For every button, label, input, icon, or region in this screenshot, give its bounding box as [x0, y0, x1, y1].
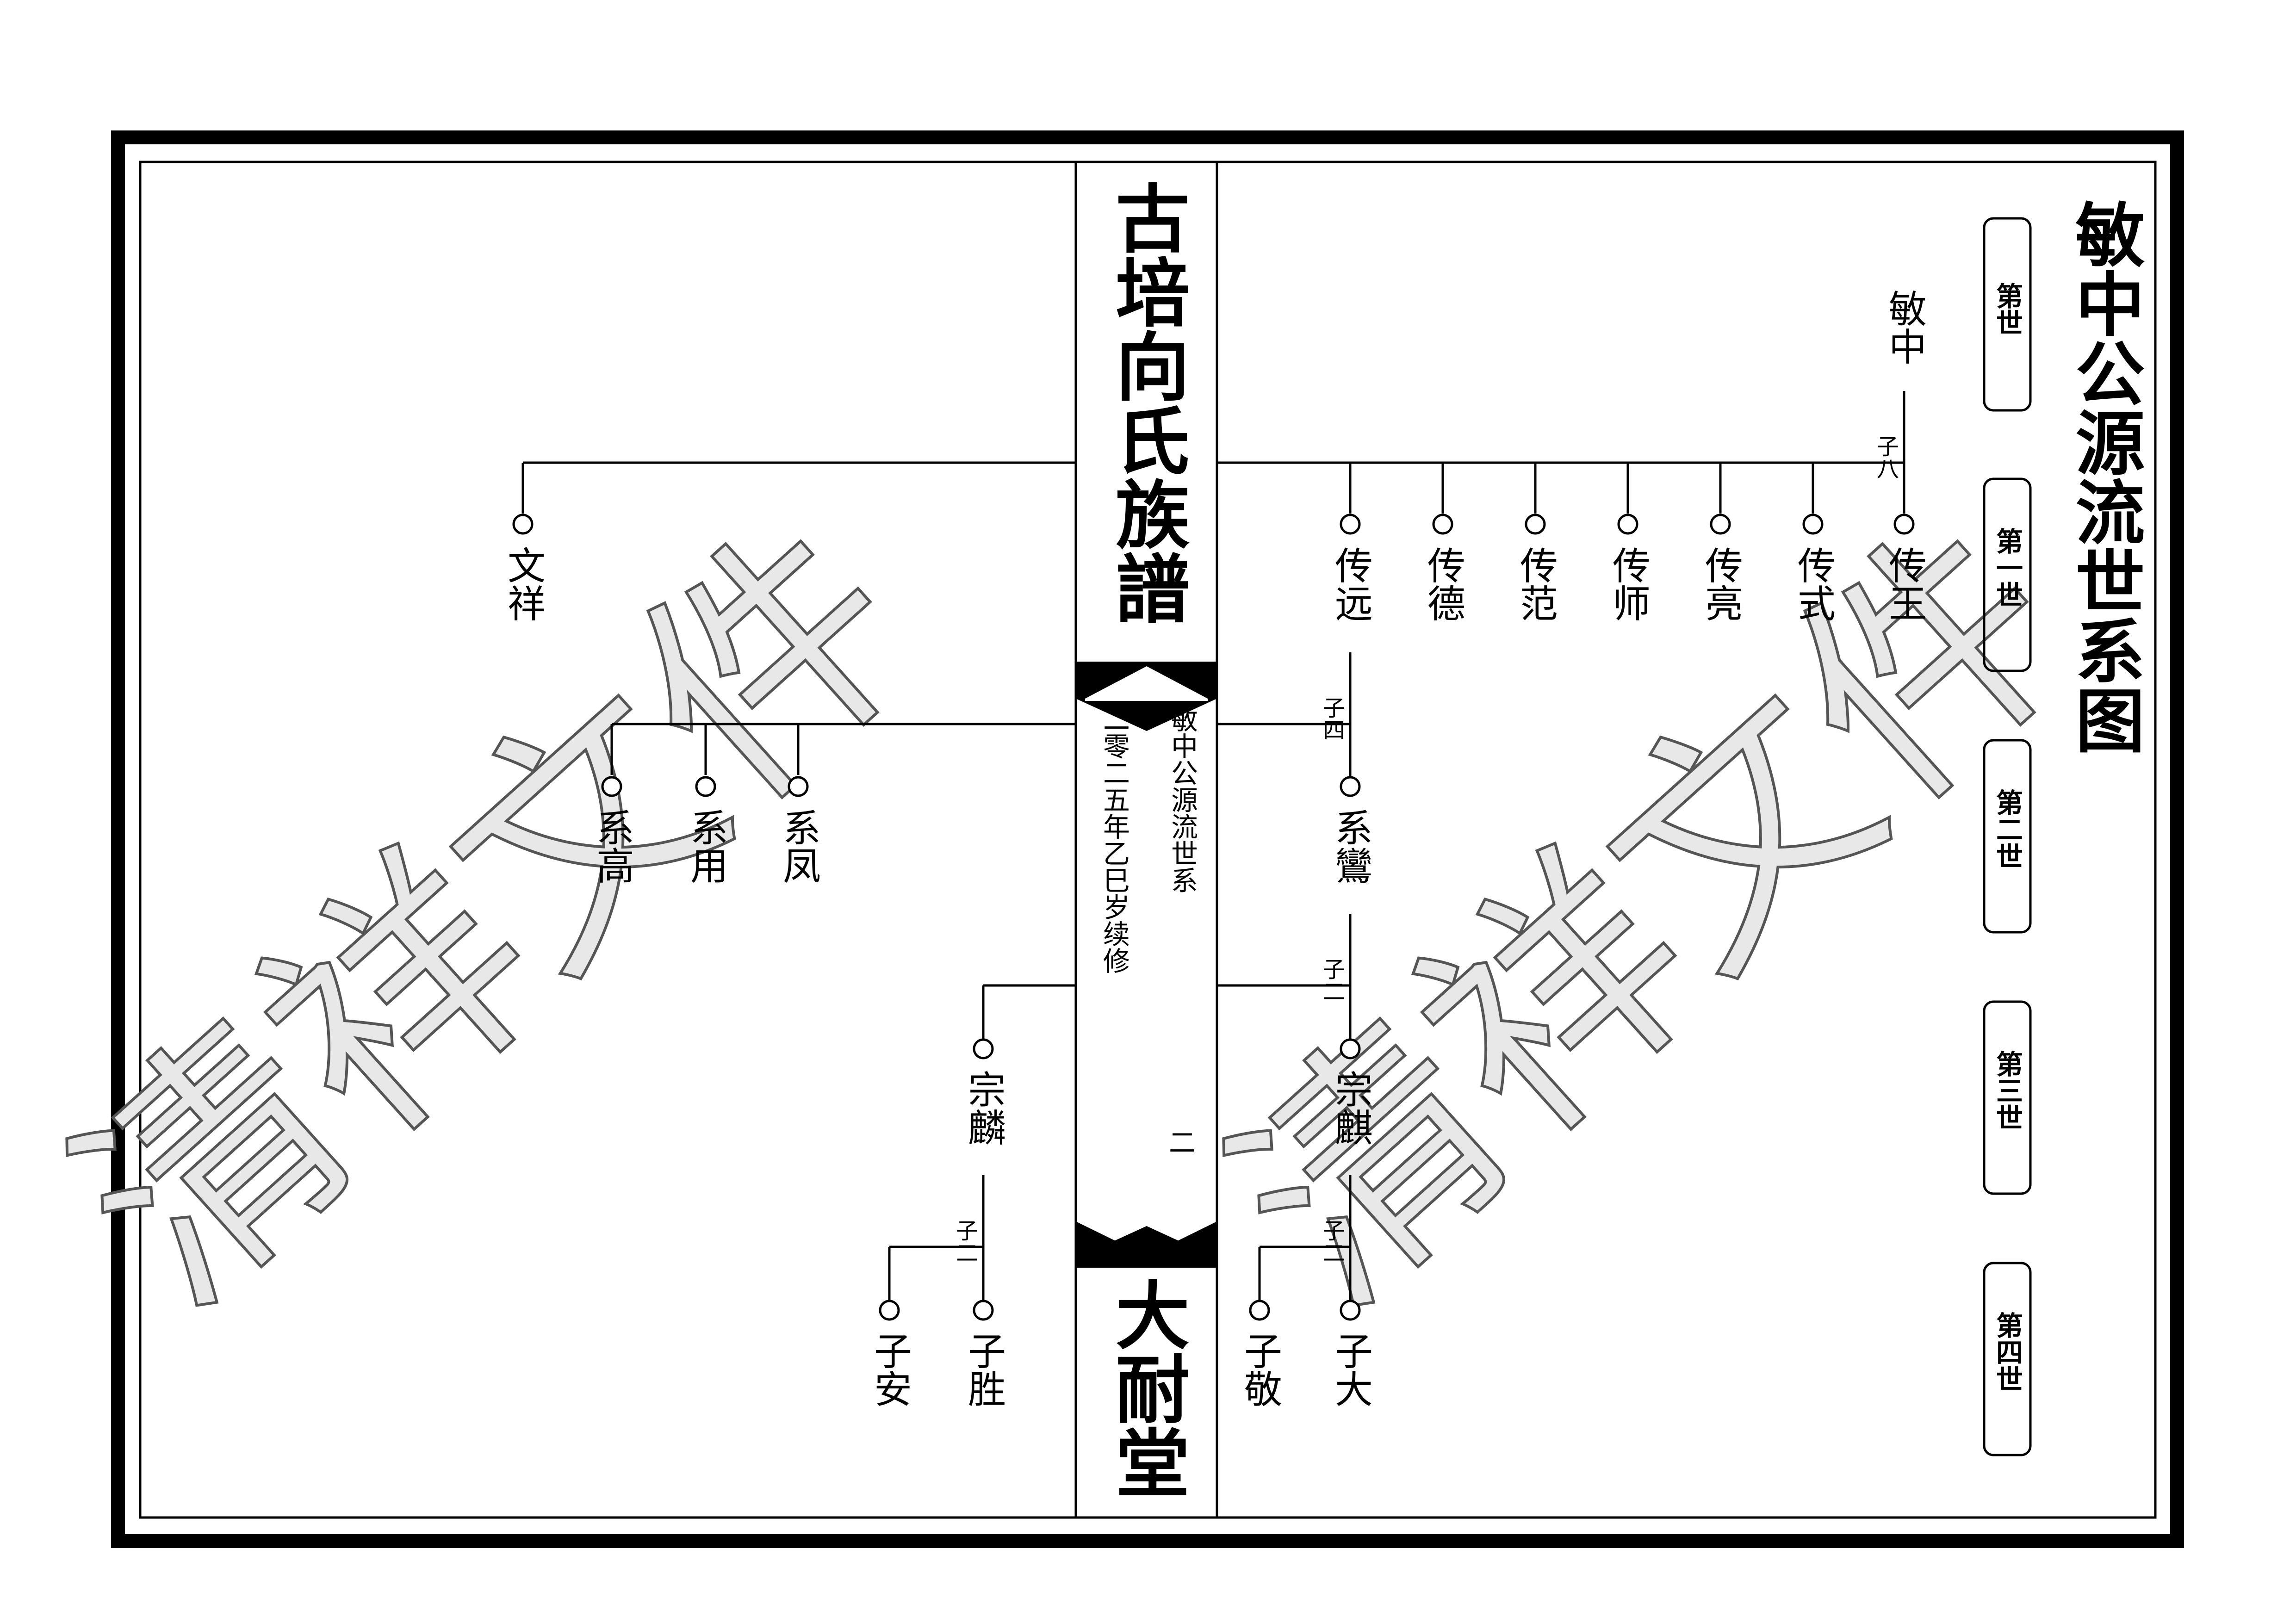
child-count: 子二	[1319, 958, 1345, 1002]
fishtail-top-notch	[1085, 666, 1208, 701]
watermark-left: 清祥文件	[25, 471, 965, 1358]
person-chuanshi2: 传师	[1606, 546, 1650, 622]
hall-name: 大耐堂	[1103, 1277, 1190, 1499]
person-names: 敏中 传王 传式 传亮 传师 传范 传德 传远 文祥 系鸞 系高 系用 系凤 宗…	[501, 289, 1926, 1407]
person-zian: 子安	[868, 1332, 912, 1407]
child-count: 子二	[952, 1219, 978, 1264]
child-counts: 子八 子四 子二 子二 子二	[952, 435, 1899, 1264]
generation-label: 第二世	[1992, 789, 2023, 869]
edition-note: 二零二五年乙巳岁续修	[1098, 706, 1130, 974]
generation-label: 第三世	[1992, 1050, 2023, 1131]
watermark-text: 清祥文件	[26, 472, 963, 1357]
person-zijing: 子敬	[1238, 1332, 1282, 1407]
tree-nodes	[512, 514, 1915, 1321]
child-count: 子二	[1319, 1219, 1345, 1264]
person-xigao: 系高	[590, 808, 634, 884]
chart-title: 敏中公源流世系图	[2064, 199, 2145, 754]
tree-lines	[521, 391, 1905, 1300]
person-chuanliang: 传亮	[1699, 546, 1743, 622]
generation-label: 第世	[1992, 282, 2023, 336]
person-xiyong: 系用	[684, 808, 728, 884]
person-minzhong: 敏中	[1882, 289, 1926, 365]
book-title: 古培向氏族譜	[1103, 180, 1190, 625]
child-count: 子四	[1319, 696, 1345, 741]
page-number: 二	[1169, 1127, 1196, 1158]
outer-frame	[111, 130, 2184, 1548]
inner-frame	[139, 161, 2157, 1519]
person-chuanshi: 传式	[1791, 546, 1835, 622]
section-name: 敏中公源流世系	[1167, 706, 1198, 893]
person-zonglin: 宗麟	[962, 1070, 1005, 1146]
person-xiluan: 系鸞	[1328, 808, 1372, 884]
person-zida: 子大	[1328, 1332, 1372, 1407]
person-zongqi: 宗麒	[1328, 1070, 1372, 1146]
person-chuanfan: 传范	[1514, 546, 1558, 622]
generation-label: 第一世	[1992, 527, 2023, 608]
generation-label: 第四世	[1992, 1312, 2023, 1392]
person-chuanyuan: 传远	[1328, 546, 1372, 622]
fishtail-bottom-block	[1076, 1221, 1217, 1261]
generation-column	[1983, 217, 2032, 1456]
person-chuanwang: 传王	[1882, 546, 1926, 622]
child-count: 子八	[1873, 435, 1899, 479]
person-xifeng: 系凤	[776, 808, 820, 884]
person-chuande: 传德	[1421, 546, 1465, 622]
person-wenxiang: 文祥	[501, 546, 545, 622]
person-zisheng: 子胜	[962, 1332, 1005, 1407]
